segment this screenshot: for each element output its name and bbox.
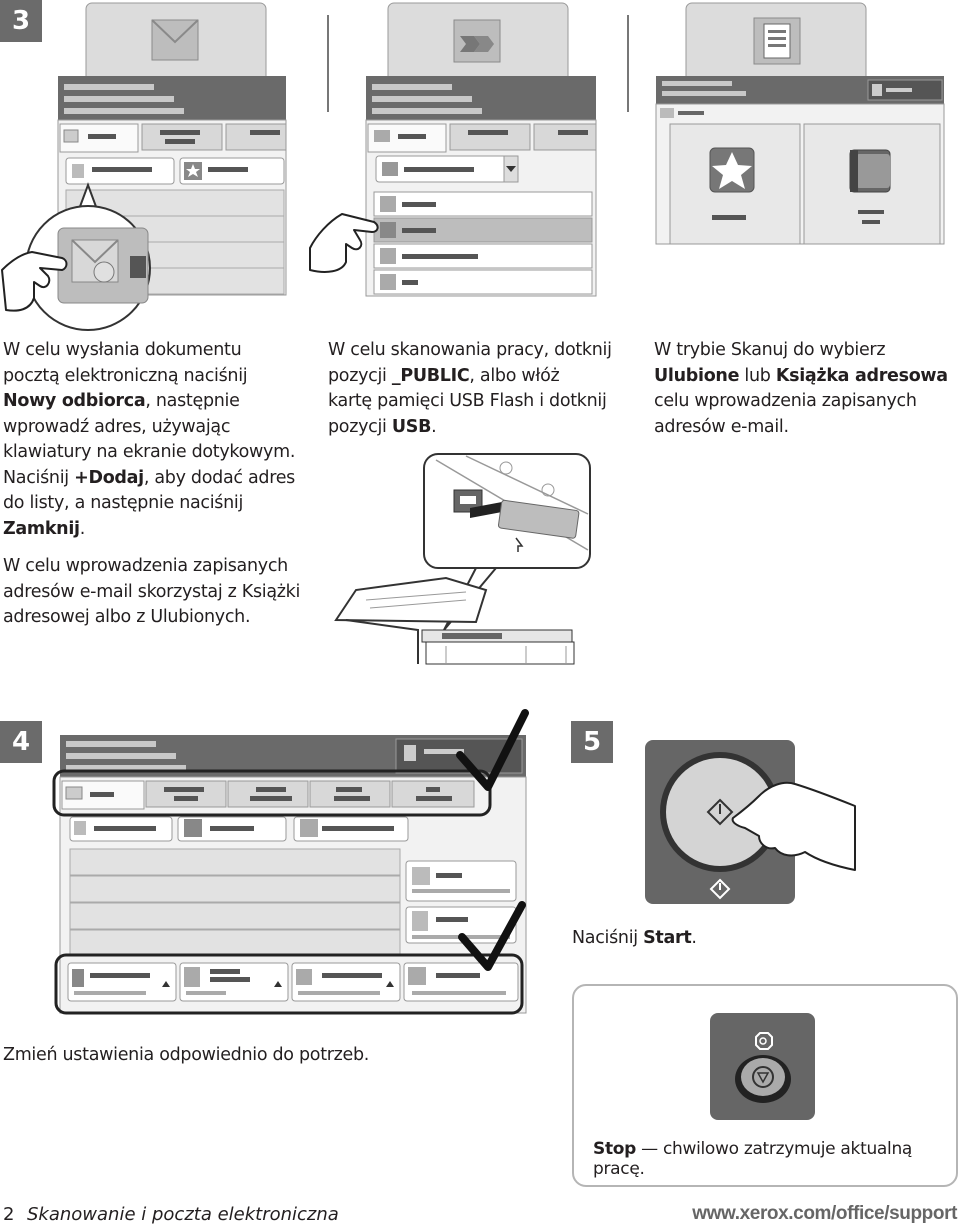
step3-email-instructions: W celu wysłania dokumentu pocztą elektro… — [3, 340, 296, 539]
star-icon — [709, 147, 755, 193]
start-icon — [706, 798, 734, 900]
step-5-number: 5 — [571, 721, 613, 763]
hand-icon — [731, 781, 856, 871]
stop-caption: Stop — chwilowo zatrzymuje aktualną prac… — [593, 1139, 913, 1179]
step-3-number: 3 — [0, 0, 42, 42]
footer-title: Skanowanie i poczta elektroniczna — [27, 1204, 339, 1225]
scan-screen-illustration — [309, 2, 597, 297]
envelope-icon — [151, 19, 199, 61]
step5-caption: Naciśnij Start. — [572, 928, 697, 948]
usb-printer-illustration — [334, 453, 591, 665]
footer-page-number: 2 — [3, 1204, 15, 1225]
step3-addressbook-instructions: W celu wprowadzenia zapisanych adresów e… — [3, 556, 301, 627]
step3-scan-instructions: W celu skanowania pracy, dotknij pozycji… — [328, 340, 612, 437]
step3-scanto-instructions: W trybie Skanuj do wybierz Ulubione lub … — [654, 340, 948, 437]
usb-icon — [497, 499, 580, 539]
scanner-page-icon — [753, 17, 801, 65]
settings-screen-illustration — [52, 709, 529, 1015]
checkmark-icon — [456, 709, 529, 971]
step4-caption: Zmień ustawienia odpowiednio do potrzeb. — [3, 1045, 370, 1065]
hand-icon — [309, 213, 379, 273]
hand-icon — [1, 251, 68, 312]
step-4-number: 4 — [0, 721, 42, 763]
stop-button-illustration[interactable] — [710, 1013, 816, 1121]
stop-icon — [755, 1032, 773, 1050]
footer-url[interactable]: www.xerox.com/office/support — [692, 1203, 957, 1224]
email-screen-illustration — [1, 2, 287, 331]
scan-icon — [453, 19, 501, 63]
scan-to-screen-illustration — [627, 2, 945, 245]
address-book-icon — [849, 149, 891, 193]
start-button-illustration[interactable] — [645, 740, 860, 905]
